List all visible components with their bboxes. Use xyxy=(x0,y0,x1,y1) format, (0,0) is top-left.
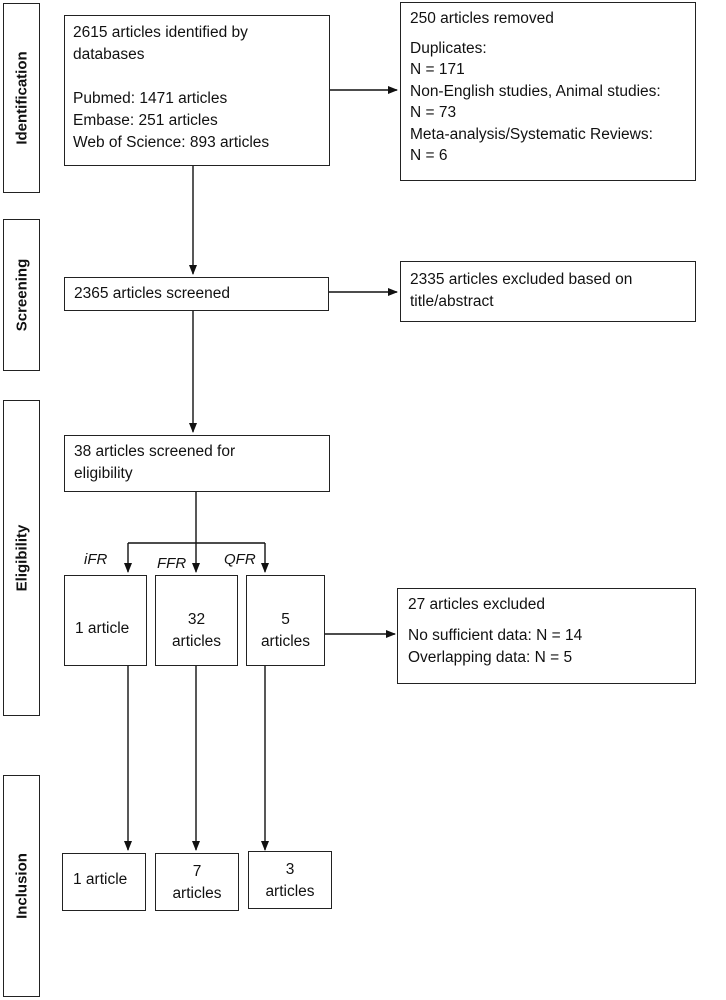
screened-text: 2365 articles screened xyxy=(74,285,230,302)
stage-identification: Identification xyxy=(3,3,40,193)
stage-inclusion: Inclusion xyxy=(3,775,40,997)
eligible-ffr-unit: articles xyxy=(171,633,222,650)
included-qfr-unit: articles xyxy=(265,883,315,900)
eligibility-box: 38 articles screened for eligibility xyxy=(64,435,330,492)
removed-box: 250 articles removed Duplicates: N = 171… xyxy=(400,2,696,181)
identified-wos: Web of Science: 893 articles xyxy=(73,134,270,151)
included-ifr-count: 1 article xyxy=(73,871,128,888)
included-ifr-box: 1 article xyxy=(62,853,146,911)
excluded-title-line1: 2335 articles excluded based on xyxy=(410,271,633,288)
included-qfr-count: 3 xyxy=(285,861,295,878)
stage-label-identification: Identification xyxy=(13,51,30,145)
branch-label-qfr: QFR xyxy=(224,551,256,568)
excluded-full-box: 27 articles excluded No sufficient data:… xyxy=(397,588,696,684)
eligible-qfr-unit: articles xyxy=(260,633,311,650)
identified-embase: Embase: 251 articles xyxy=(73,112,218,129)
screened-box: 2365 articles screened xyxy=(64,277,329,311)
included-ffr-box: 7 articles xyxy=(155,853,239,911)
stage-label-eligibility: Eligibility xyxy=(13,524,30,592)
removed-non-english-label: Non-English studies, Animal studies: xyxy=(410,82,661,100)
removed-reviews-label: Meta-analysis/Systematic Reviews: xyxy=(410,125,653,143)
excluded-full-title: 27 articles excluded xyxy=(408,596,545,613)
eligible-ffr-count: 32 xyxy=(187,611,206,628)
excluded-full-reason-1: No sufficient data: N = 14 xyxy=(408,627,583,644)
removed-title: 250 articles removed xyxy=(410,10,554,27)
identified-box: 2615 articles identified by databases Pu… xyxy=(64,15,330,166)
eligibility-line2: eligibility xyxy=(74,465,133,482)
branch-label-ifr: iFR xyxy=(84,551,108,568)
excluded-full-reason-2: Overlapping data: N = 5 xyxy=(408,649,573,666)
excluded-title-line2: title/abstract xyxy=(410,293,494,310)
branch-label-ffr: FFR xyxy=(157,555,187,572)
identified-source: databases xyxy=(73,46,145,63)
stage-label-inclusion: Inclusion xyxy=(13,853,30,919)
identified-pubmed: Pubmed: 1471 articles xyxy=(73,90,228,107)
stage-label-screening: Screening xyxy=(13,258,30,332)
stage-eligibility: Eligibility xyxy=(3,400,40,716)
excluded-title-box: 2335 articles excluded based on title/ab… xyxy=(400,261,696,322)
removed-reviews-count: N = 6 xyxy=(410,147,448,164)
removed-duplicates-label: Duplicates: xyxy=(410,39,487,57)
eligibility-line1: 38 articles screened for xyxy=(74,443,236,460)
removed-non-english-count: N = 73 xyxy=(410,104,457,121)
included-qfr-box: 3 articles xyxy=(248,851,332,909)
eligible-ifr-count: 1 article xyxy=(75,620,130,637)
eligible-ffr-box: 32 articles xyxy=(155,575,238,666)
identified-total: 2615 articles identified by xyxy=(73,24,248,41)
included-ffr-count: 7 xyxy=(192,863,202,880)
removed-duplicates-count: N = 171 xyxy=(410,61,465,78)
included-ffr-unit: articles xyxy=(172,885,222,902)
eligible-qfr-box: 5 articles xyxy=(246,575,325,666)
eligible-qfr-count: 5 xyxy=(281,611,290,628)
eligible-ifr-box: 1 article xyxy=(64,575,147,666)
stage-screening: Screening xyxy=(3,219,40,371)
